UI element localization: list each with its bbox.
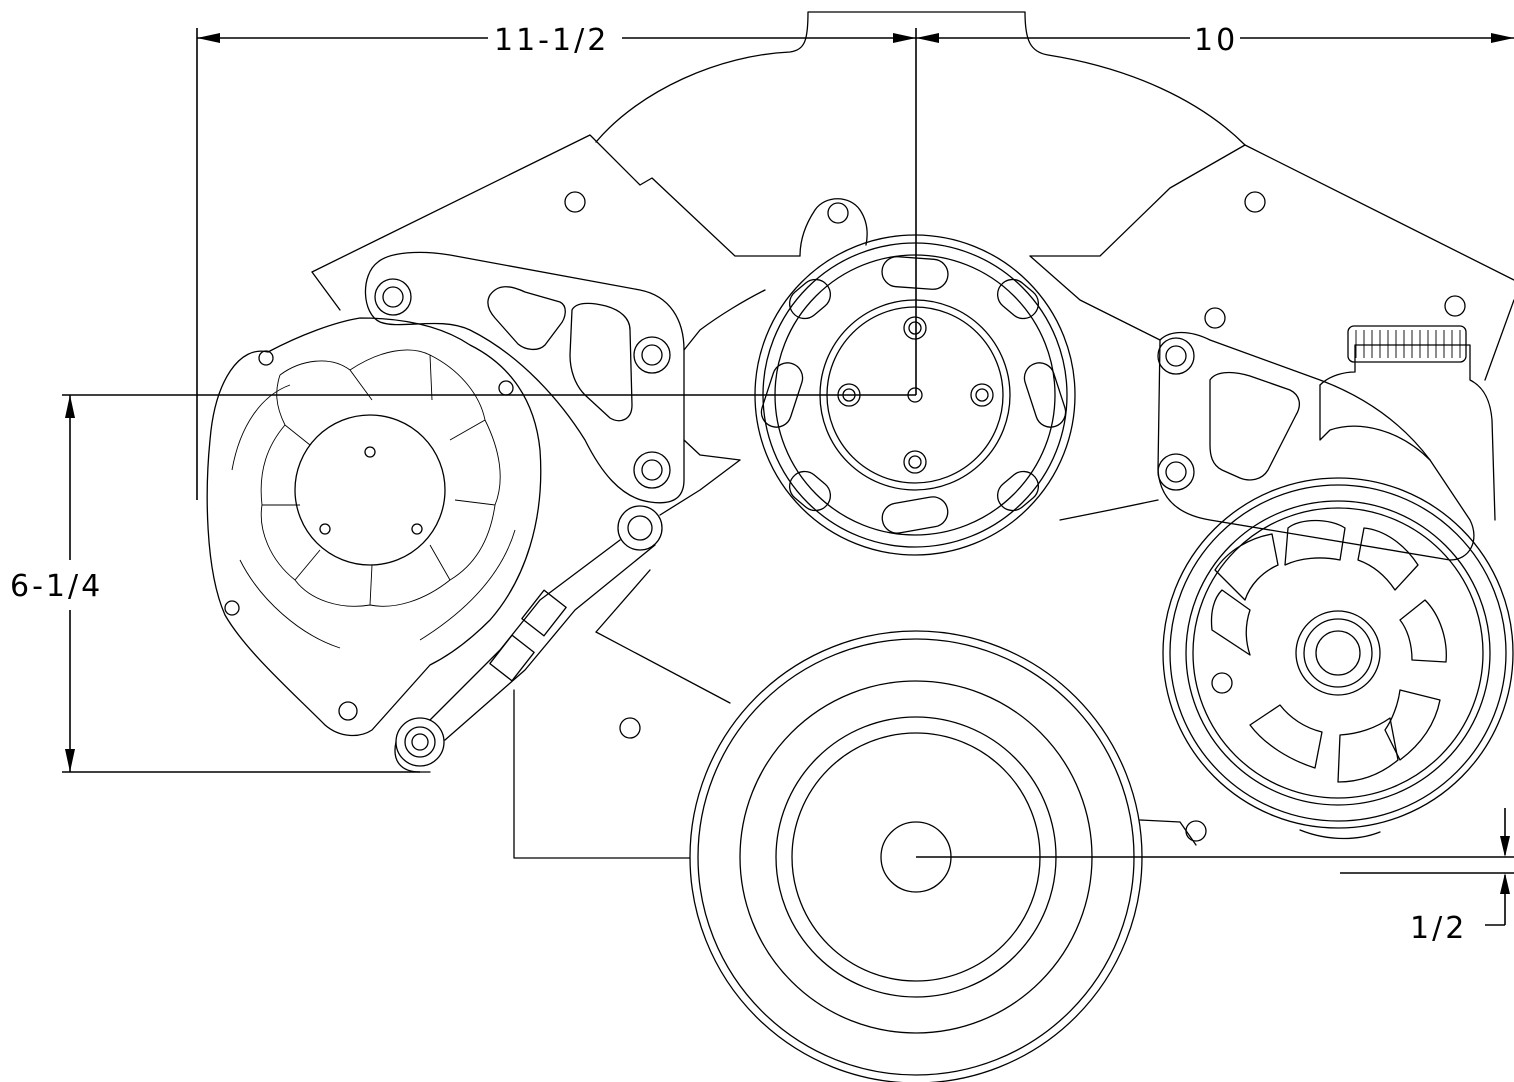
dimension-labels: 11-1/2 10 6-1/4 1/2: [10, 23, 1467, 946]
power-steering-pulley: [1139, 477, 1514, 846]
dimension-lines: [62, 28, 1514, 926]
alternator-adjuster-arm: [429, 459, 741, 741]
dimension-label-1-2: 1/2: [1410, 911, 1467, 946]
alternator: [206, 317, 542, 773]
power-steering-bracket: [1029, 255, 1496, 561]
alternator-bracket: [364, 251, 766, 504]
dimension-label-10: 10: [1194, 23, 1238, 58]
water-pump-pulley: [754, 198, 1076, 556]
dimension-label-6-1-4: 6-1/4: [10, 569, 103, 604]
dimension-label-11-1-2: 11-1/2: [494, 23, 609, 58]
engine-block-outline: [311, 11, 1514, 859]
